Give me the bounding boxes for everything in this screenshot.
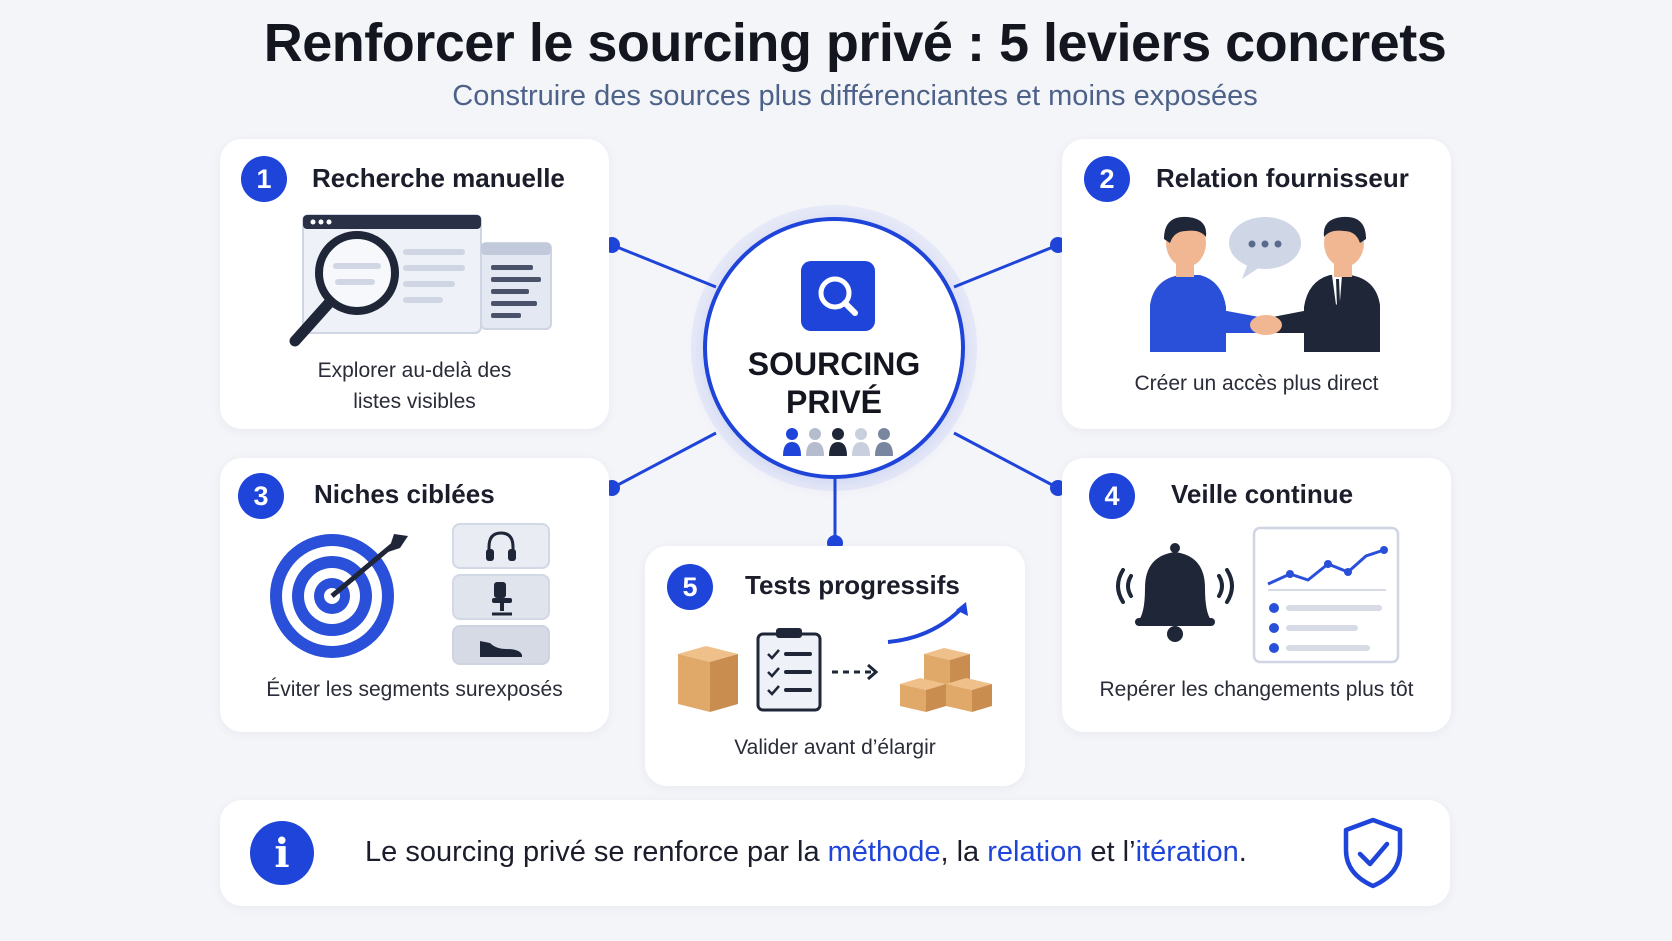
hub-circle: SOURCING PRIVÉ [703,217,965,479]
lever-title: Tests progressifs [745,570,960,600]
office-chair-icon [492,582,512,616]
lever-description-line: Valider avant d’élargir [734,736,936,759]
target-illustration [270,534,408,658]
lever-description: Explorer au-delà des listes visibles [220,355,609,417]
info-icon: i [250,821,314,885]
page-subtitle: Construire des sources plus différencian… [452,80,1258,112]
lever-description-line: Éviter les segments surexposés [266,678,563,701]
summary-text: Le sourcing privé se renforce par la mét… [365,836,1247,869]
lever-title: Veille continue [1171,479,1354,509]
lever-number-badge: 5 [667,564,713,610]
lever-description: Repérer les changements plus tôt [1062,674,1451,705]
page-title: Renforcer le sourcing privé : 5 leviers … [263,13,1447,73]
niche-category-shoe [452,625,550,665]
highlight-iteration: itération [1135,836,1239,868]
lever-card-tests-progressifs: 5 Tests progressifs Valider avant d’élar [645,546,1025,786]
lever-card-niches-ciblees: 3 Niches ciblées Éviter les segments sur… [220,458,609,732]
hub-title-line: PRIVÉ [785,384,883,420]
handshake-illustration [1150,216,1380,352]
niche-category-chair [452,574,550,620]
lever-card-veille-continue: 4 Veille continue Repérer les changement… [1062,458,1451,732]
bell-icon [1116,543,1234,642]
lever-title: Recherche manuelle [312,163,565,193]
lever-description: Éviter les segments surexposés [220,674,609,705]
hub-search-badge [801,261,875,331]
lever-description-line: Repérer les changements plus tôt [1099,678,1414,701]
headphones-icon [486,531,516,561]
shoe-icon [480,641,522,657]
lever-number-badge: 2 [1084,156,1130,202]
people-group-icon [783,428,893,456]
highlight-relation: relation [987,836,1083,868]
summary-text-part: . [1238,836,1247,868]
boxes-checklist-illustration [678,602,992,712]
summary-text-part: Le sourcing privé se renforce par la [365,836,828,868]
lever-card-recherche-manuelle: 1 Recherche manuelle Explorer au-delà de… [220,139,609,429]
lever-title: Niches ciblées [314,479,495,509]
lever-description: Valider avant d’élargir [645,732,1025,763]
lever-description-line: listes visibles [353,390,476,413]
highlight-methode: méthode [827,836,941,868]
lever-number-badge: 1 [241,156,287,202]
hub-title: SOURCING PRIVÉ [707,345,961,421]
shield-check-icon [1343,817,1403,889]
lever-description-line: Créer un accès plus direct [1134,372,1379,395]
search-icon [818,276,858,316]
lever-number-badge: 4 [1089,473,1135,519]
niche-category-headphones [452,523,550,569]
trend-report-icon [1252,526,1400,664]
summary-banner: i Le sourcing privé se renforce par la m… [220,800,1450,906]
summary-text-part: , la [940,836,988,868]
magnifier-browser-illustration [289,214,552,347]
lever-description: Créer un accès plus direct [1062,368,1451,399]
lever-description-line: Explorer au-delà des [317,359,512,382]
lever-title: Relation fournisseur [1156,163,1409,193]
lever-card-relation-fournisseur: 2 Relation fournisseur Créer un accès pl… [1062,139,1451,429]
lever-number-badge: 3 [238,473,284,519]
hub-title-line: SOURCING [747,346,921,382]
summary-text-part: et l’ [1082,836,1136,868]
